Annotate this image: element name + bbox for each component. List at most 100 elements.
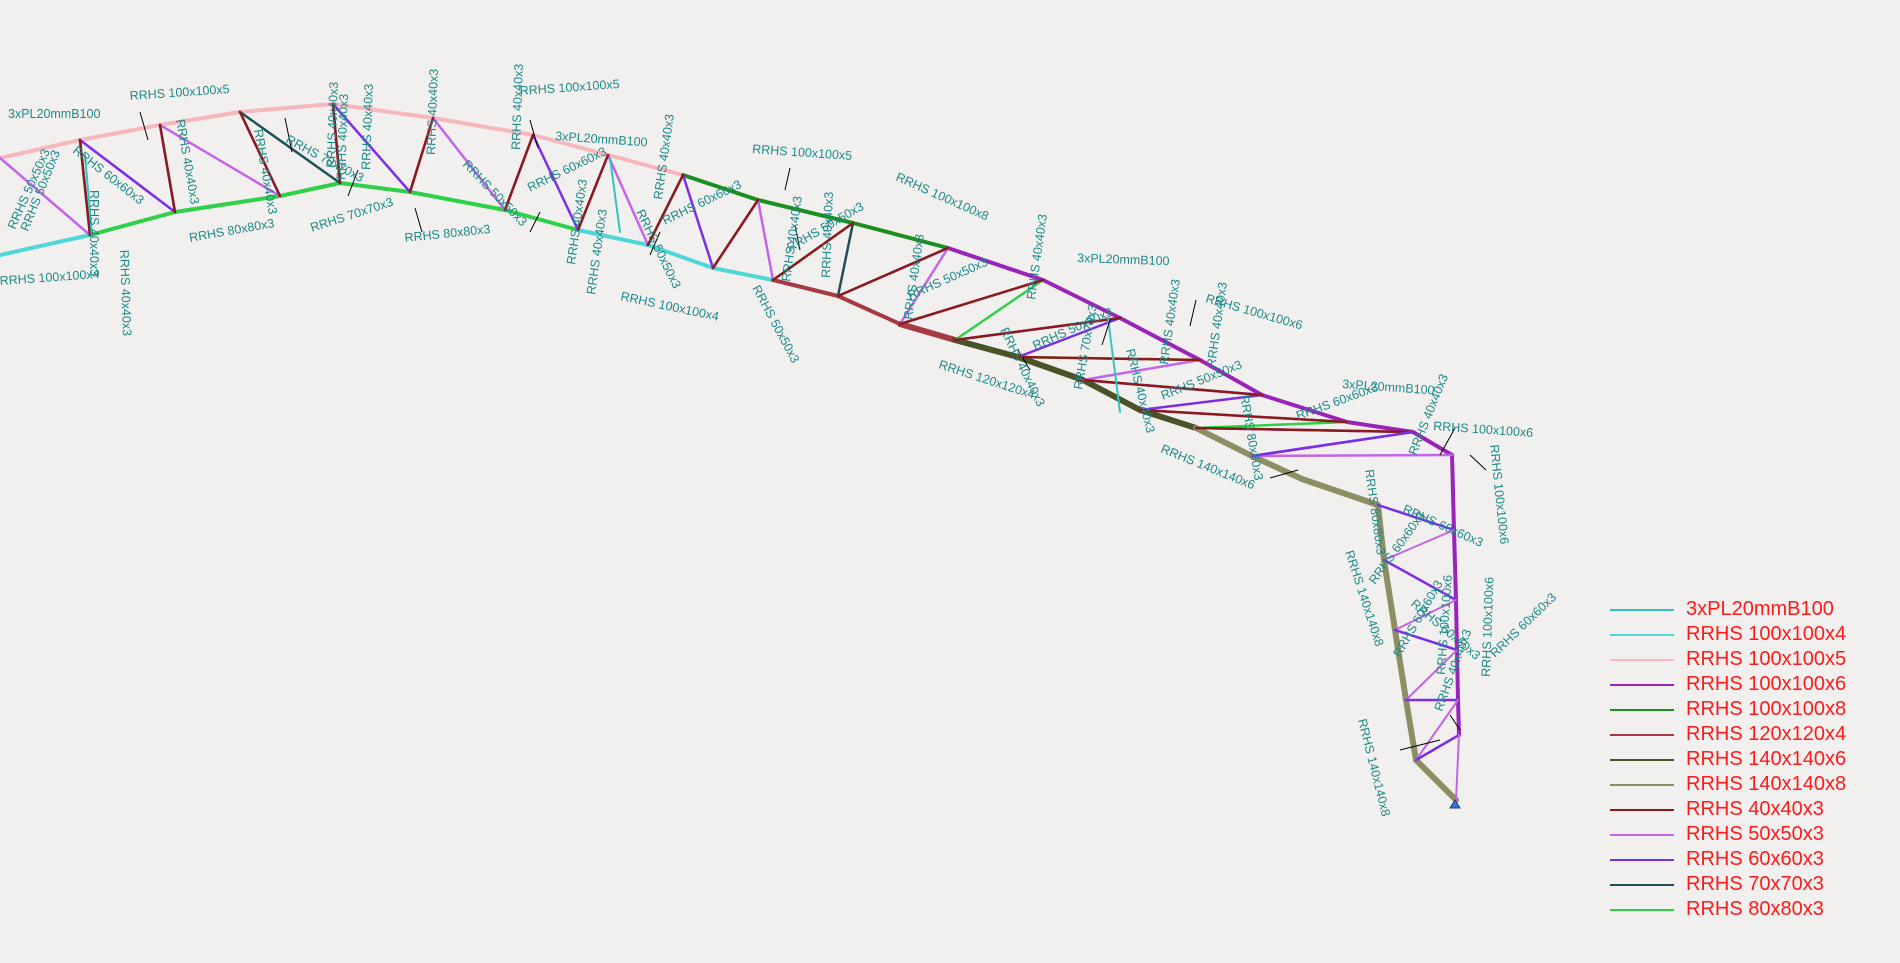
- truss-member[interactable]: [1138, 408, 1349, 424]
- truss-member[interactable]: [1250, 453, 1454, 458]
- truss-member[interactable]: [0, 156, 92, 237]
- legend-item[interactable]: RRHS 100x100x5: [1610, 647, 1870, 672]
- member-label[interactable]: RRHS 40x40x3: [819, 191, 836, 278]
- truss-member[interactable]: [953, 316, 1122, 342]
- member-label[interactable]: 3xPL20mmB100: [1342, 377, 1435, 397]
- truss-member[interactable]: [711, 266, 775, 282]
- truss-member[interactable]: [576, 153, 610, 232]
- truss-member[interactable]: [851, 221, 950, 250]
- legend-item[interactable]: RRHS 140x140x6: [1610, 747, 1870, 772]
- member-label[interactable]: RRHS 100x100x8: [894, 170, 991, 224]
- truss-member[interactable]: [1015, 354, 1086, 383]
- member-label[interactable]: RRHS 100x100x5: [129, 82, 230, 103]
- truss-member[interactable]: [1415, 699, 1459, 761]
- truss-member[interactable]: [897, 321, 958, 343]
- legend-item[interactable]: RRHS 120x120x4: [1610, 722, 1870, 747]
- legend-item[interactable]: RRHS 140x140x8: [1610, 772, 1870, 797]
- truss-member[interactable]: [646, 173, 685, 247]
- truss-member[interactable]: [1411, 430, 1454, 457]
- truss-member[interactable]: [756, 198, 775, 282]
- member-label[interactable]: RRHS 80x80x3: [404, 222, 491, 245]
- truss-member[interactable]: [1381, 557, 1398, 633]
- truss-member[interactable]: [1392, 627, 1409, 703]
- truss-member[interactable]: [238, 102, 335, 114]
- truss-member[interactable]: [531, 133, 580, 232]
- truss-member[interactable]: [1107, 317, 1121, 413]
- truss-member[interactable]: [338, 181, 412, 194]
- truss-member[interactable]: [78, 123, 162, 142]
- truss-member[interactable]: [836, 246, 950, 298]
- truss-member[interactable]: [278, 181, 342, 198]
- member-label[interactable]: RRHS 100x100x6: [1434, 574, 1455, 675]
- member-label[interactable]: RRHS 40x40x3: [87, 190, 101, 276]
- truss-member[interactable]: [1376, 503, 1456, 532]
- legend-item[interactable]: RRHS 80x80x3: [1610, 897, 1870, 922]
- truss-member[interactable]: [1383, 529, 1455, 561]
- member-label[interactable]: RRHS 50x50x3: [749, 283, 802, 366]
- truss-member[interactable]: [1414, 733, 1461, 762]
- member-label[interactable]: RRHS 40x40x3: [324, 81, 341, 168]
- truss-member[interactable]: [238, 110, 282, 198]
- member-label[interactable]: RRHS 140x140x8: [1355, 717, 1393, 818]
- truss-member[interactable]: [408, 190, 507, 212]
- truss-member[interactable]: [1413, 757, 1459, 803]
- truss-member[interactable]: [78, 138, 92, 237]
- truss-member[interactable]: [681, 173, 760, 202]
- member-label[interactable]: RRHS 100x100x5: [519, 77, 620, 98]
- truss-member[interactable]: [1456, 698, 1461, 737]
- truss-member[interactable]: [1194, 420, 1349, 430]
- member-label[interactable]: RRHS 40x40x3: [509, 63, 526, 150]
- member-label[interactable]: 3xPL20mmB100: [1077, 251, 1170, 268]
- truss-member[interactable]: [1194, 426, 1415, 434]
- truss-member[interactable]: [1138, 393, 1264, 412]
- member-label[interactable]: RRHS 40x40x3: [651, 113, 677, 200]
- truss-member[interactable]: [576, 228, 650, 247]
- truss-member[interactable]: [331, 102, 342, 185]
- truss-member[interactable]: [1299, 476, 1381, 508]
- truss-member[interactable]: [1455, 648, 1460, 702]
- member-label[interactable]: RRHS 100x100x5: [752, 142, 853, 163]
- truss-member[interactable]: [646, 243, 715, 270]
- truss-member[interactable]: [0, 138, 82, 160]
- truss-member[interactable]: [503, 133, 535, 212]
- truss-member[interactable]: [898, 246, 950, 326]
- member-label[interactable]: RRHS 40x40x3: [334, 93, 351, 180]
- member-label[interactable]: RRHS 60x60x3: [70, 143, 147, 207]
- truss-member[interactable]: [1260, 393, 1349, 424]
- truss-member[interactable]: [1118, 316, 1202, 362]
- truss-member[interactable]: [609, 157, 621, 233]
- member-label[interactable]: RRHS 100x100x4: [619, 289, 720, 324]
- truss-member[interactable]: [1375, 502, 1387, 563]
- truss-member[interactable]: [1250, 430, 1415, 458]
- truss-member[interactable]: [1041, 278, 1122, 320]
- truss-member[interactable]: [681, 173, 715, 270]
- member-label[interactable]: RRHS 80x80x3: [1237, 394, 1266, 481]
- truss-member[interactable]: [1016, 355, 1202, 362]
- truss-member[interactable]: [1382, 558, 1458, 602]
- legend-item[interactable]: RRHS 50x50x3: [1610, 822, 1870, 847]
- legend-item[interactable]: RRHS 100x100x6: [1610, 672, 1870, 697]
- member-label[interactable]: 3xPL20mmB100: [8, 107, 100, 121]
- truss-member[interactable]: [1454, 598, 1459, 652]
- member-label[interactable]: 3xPL20mmB100: [555, 129, 648, 149]
- truss-member[interactable]: [606, 153, 685, 177]
- truss-member[interactable]: [1345, 420, 1415, 434]
- truss-member[interactable]: [1394, 599, 1457, 631]
- truss-member[interactable]: [771, 221, 855, 282]
- truss-member[interactable]: [408, 116, 435, 194]
- member-label[interactable]: RRHS 80x80x3: [188, 216, 275, 245]
- truss-member[interactable]: [1455, 734, 1460, 801]
- truss-member[interactable]: [1249, 453, 1305, 482]
- truss-member[interactable]: [1405, 649, 1458, 701]
- truss-member[interactable]: [711, 198, 760, 270]
- truss-member[interactable]: [771, 278, 840, 298]
- legend-item[interactable]: RRHS 100x100x4: [1610, 622, 1870, 647]
- member-label[interactable]: RRHS 40x40x3: [901, 233, 927, 320]
- member-label[interactable]: RRHS 40x40x3: [564, 178, 590, 265]
- truss-member[interactable]: [238, 110, 342, 185]
- truss-member[interactable]: [1080, 377, 1143, 413]
- member-label[interactable]: RRHS 100x100x6: [1487, 444, 1511, 545]
- truss-member[interactable]: [0, 233, 92, 257]
- truss-member[interactable]: [946, 246, 1045, 282]
